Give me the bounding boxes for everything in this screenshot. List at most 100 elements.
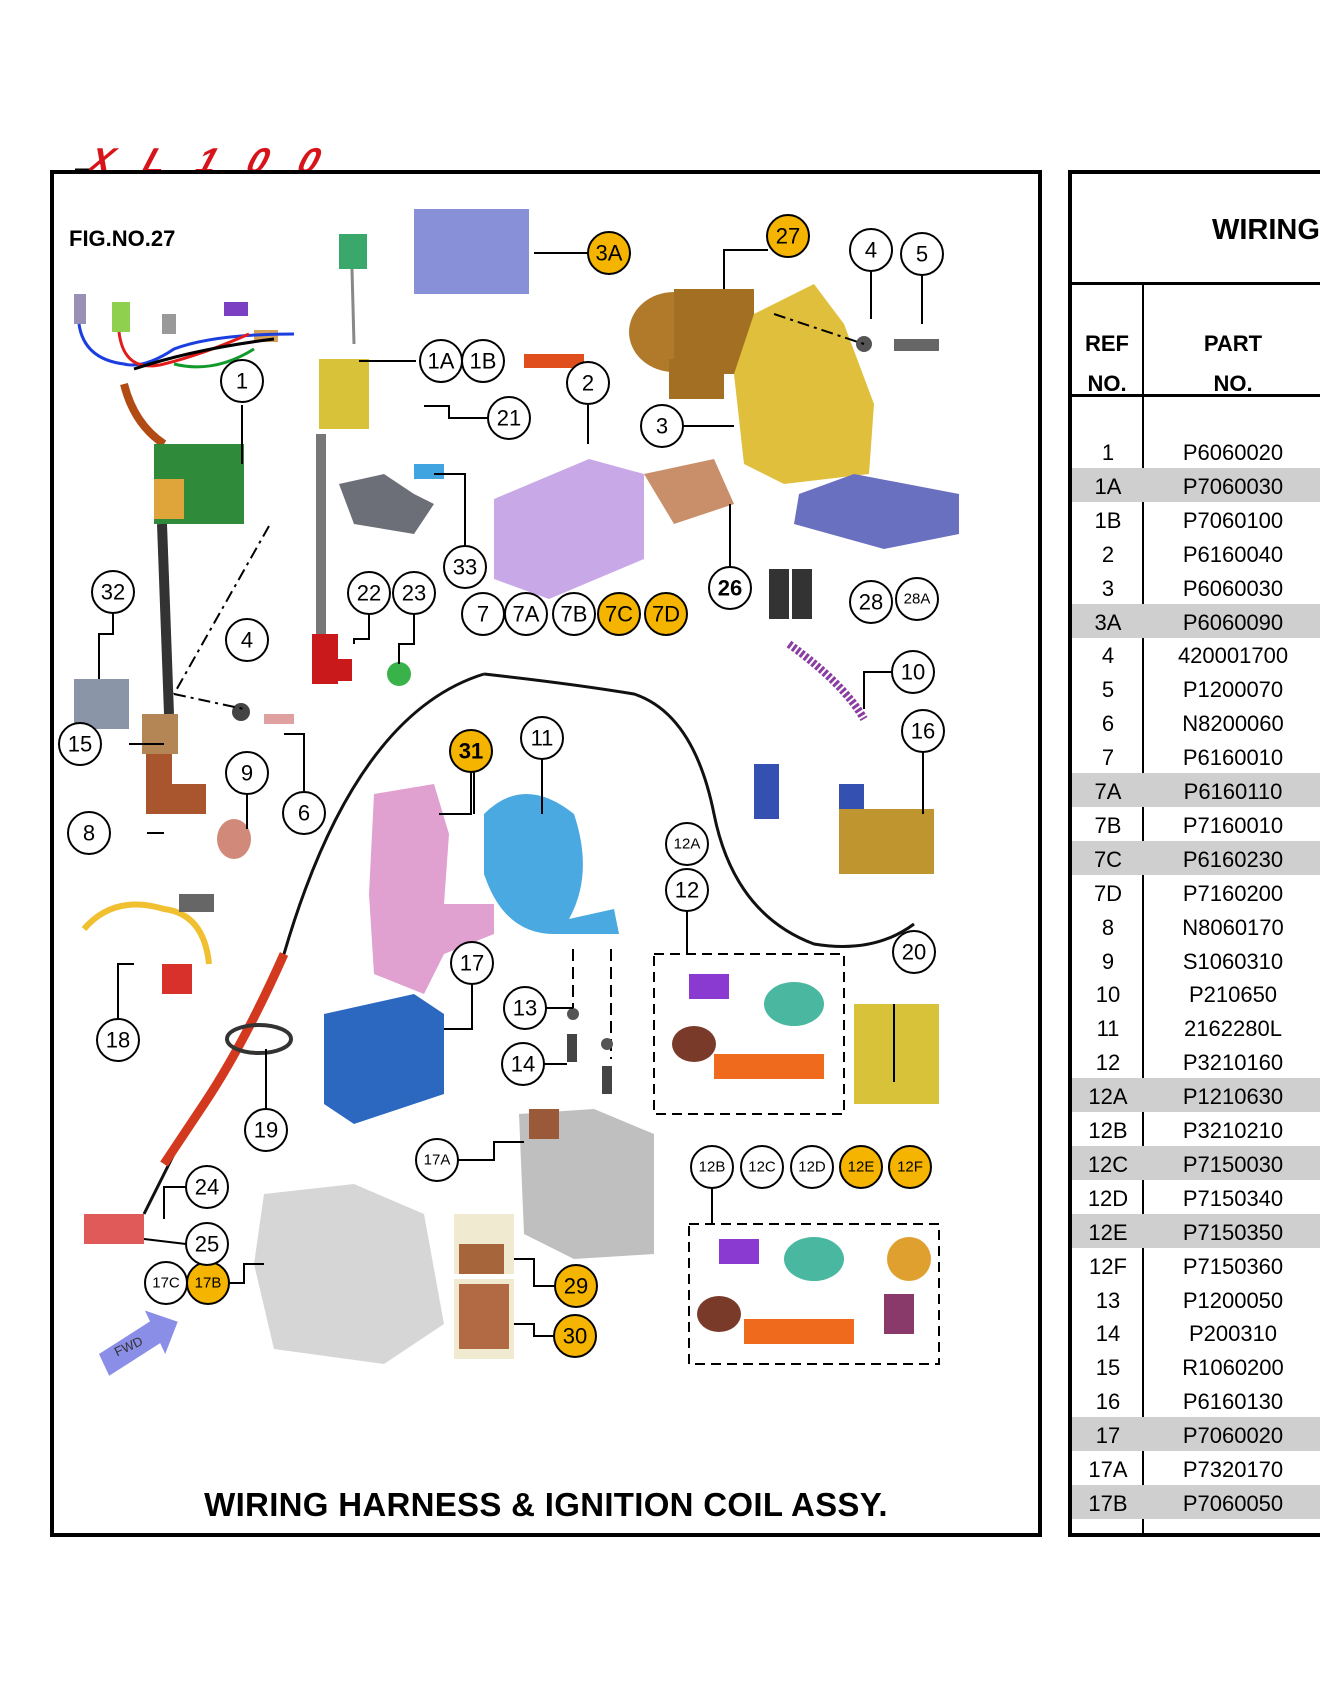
svg-text:7A: 7A [513, 602, 540, 627]
svg-text:7B: 7B [561, 602, 588, 627]
part-no-cell: P3210210 [1182, 1118, 1284, 1143]
callout-21: 21 [487, 396, 531, 440]
ref-no-cell: 12E [1088, 1219, 1128, 1245]
col-header-ref-line1: REF [1085, 331, 1129, 356]
svg-text:12F: 12F [897, 1159, 923, 1176]
ref-no-cell: 10 [1095, 982, 1121, 1008]
ref-no-cell: 12A [1088, 1084, 1128, 1110]
parts-diagram: FWD [58, 209, 959, 1376]
callout-17b: 17B [186, 1261, 230, 1305]
ref-no-cell: 8 [1101, 914, 1115, 940]
part-no-cell: R1060200 [1182, 1355, 1284, 1381]
callout-7: 7 [461, 592, 505, 636]
table-row: 12F P7150360 [1072, 1248, 1320, 1282]
part-no-cell: S1060310 [1182, 948, 1284, 974]
svg-text:8: 8 [83, 821, 95, 846]
svg-text:25: 25 [195, 1232, 219, 1257]
ref-no-cell: 14 [1095, 1321, 1121, 1347]
ref-no-cell: 12F [1089, 1253, 1127, 1279]
part-no-cell: P7160010 [1182, 812, 1284, 838]
callout-32: 32 [91, 570, 135, 614]
part-no-cell: P7150340 [1182, 1185, 1284, 1211]
part-no-cell: 420001700 [1177, 643, 1289, 669]
svg-text:21: 21 [497, 406, 521, 431]
svg-text:18: 18 [106, 1028, 130, 1053]
svg-text:9: 9 [241, 761, 253, 786]
callout-3a: 3A [587, 231, 631, 275]
ref-no-cell: 6 [1101, 711, 1115, 737]
part-no-cell: P6160230 [1182, 846, 1284, 872]
callout-6: 6 [282, 791, 326, 835]
callout-1: 1 [220, 359, 264, 403]
callout-12f: 12F [888, 1145, 932, 1189]
part-no-cell: P7150350 [1182, 1219, 1284, 1245]
callout-1a: 1A [419, 339, 463, 383]
ref-no-cell: 7A [1094, 779, 1122, 804]
callout-7c: 7C [597, 592, 641, 636]
callout-5: 5 [900, 232, 944, 276]
svg-text:16: 16 [911, 719, 935, 744]
part-no-cell: P3210160 [1182, 1050, 1284, 1076]
svg-text:17: 17 [460, 951, 484, 976]
svg-text:17C: 17C [152, 1275, 180, 1292]
ref-no-cell: 17B [1088, 1490, 1128, 1516]
part-no-cell: P6160010 [1182, 745, 1284, 771]
svg-text:28: 28 [859, 590, 883, 615]
svg-text:15: 15 [68, 732, 92, 757]
ref-no-cell: 9 [1101, 948, 1115, 974]
ref-no-cell: 5 [1101, 677, 1115, 703]
callout-30: 30 [553, 1314, 597, 1358]
svg-text:17A: 17A [424, 1152, 451, 1169]
svg-text:28A: 28A [904, 591, 931, 608]
part-no-cell: P7150030 [1182, 1151, 1284, 1177]
svg-text:7C: 7C [605, 602, 633, 627]
part-no-cell: P6060090 [1182, 609, 1284, 635]
ref-no-cell: 1A [1094, 473, 1122, 499]
ref-no-cell: 17 [1095, 1423, 1121, 1449]
svg-text:20: 20 [902, 940, 926, 965]
callout-15: 15 [58, 722, 102, 766]
svg-text:12D: 12D [798, 1159, 826, 1176]
callout-29: 29 [554, 1264, 598, 1308]
ignition-coil-illustration [142, 444, 244, 814]
col-header-ref-line2: NO. [1087, 371, 1127, 396]
callout-12b: 12B [690, 1145, 734, 1189]
ref-no-cell: 15 [1095, 1355, 1121, 1381]
part-no-cell: P7320170 [1182, 1457, 1284, 1482]
callout-2: 2 [566, 361, 610, 405]
callout-9: 9 [225, 751, 269, 795]
callout-24: 24 [185, 1165, 229, 1209]
ref-no-cell: 13 [1095, 1287, 1121, 1313]
svg-text:7: 7 [477, 602, 489, 627]
callout-12c: 12C [740, 1145, 784, 1189]
ref-no-cell: 7D [1093, 880, 1123, 906]
part-no-cell: P200310 [1188, 1321, 1278, 1347]
table-col-divider-1 [1142, 284, 1144, 1534]
svg-text:1: 1 [236, 369, 248, 394]
callout-16: 16 [901, 709, 945, 753]
svg-text:13: 13 [513, 996, 537, 1021]
callout-7d: 7D [644, 592, 688, 636]
svg-text:30: 30 [563, 1324, 587, 1349]
callout-19: 19 [244, 1108, 288, 1152]
svg-text:24: 24 [195, 1175, 219, 1200]
callout-1b: 1B [461, 339, 505, 383]
svg-text:17B: 17B [195, 1275, 222, 1292]
callout-33: 33 [443, 545, 487, 589]
svg-text:33: 33 [453, 555, 477, 580]
part-no-cell: P7150360 [1182, 1253, 1284, 1279]
svg-text:23: 23 [402, 581, 426, 606]
